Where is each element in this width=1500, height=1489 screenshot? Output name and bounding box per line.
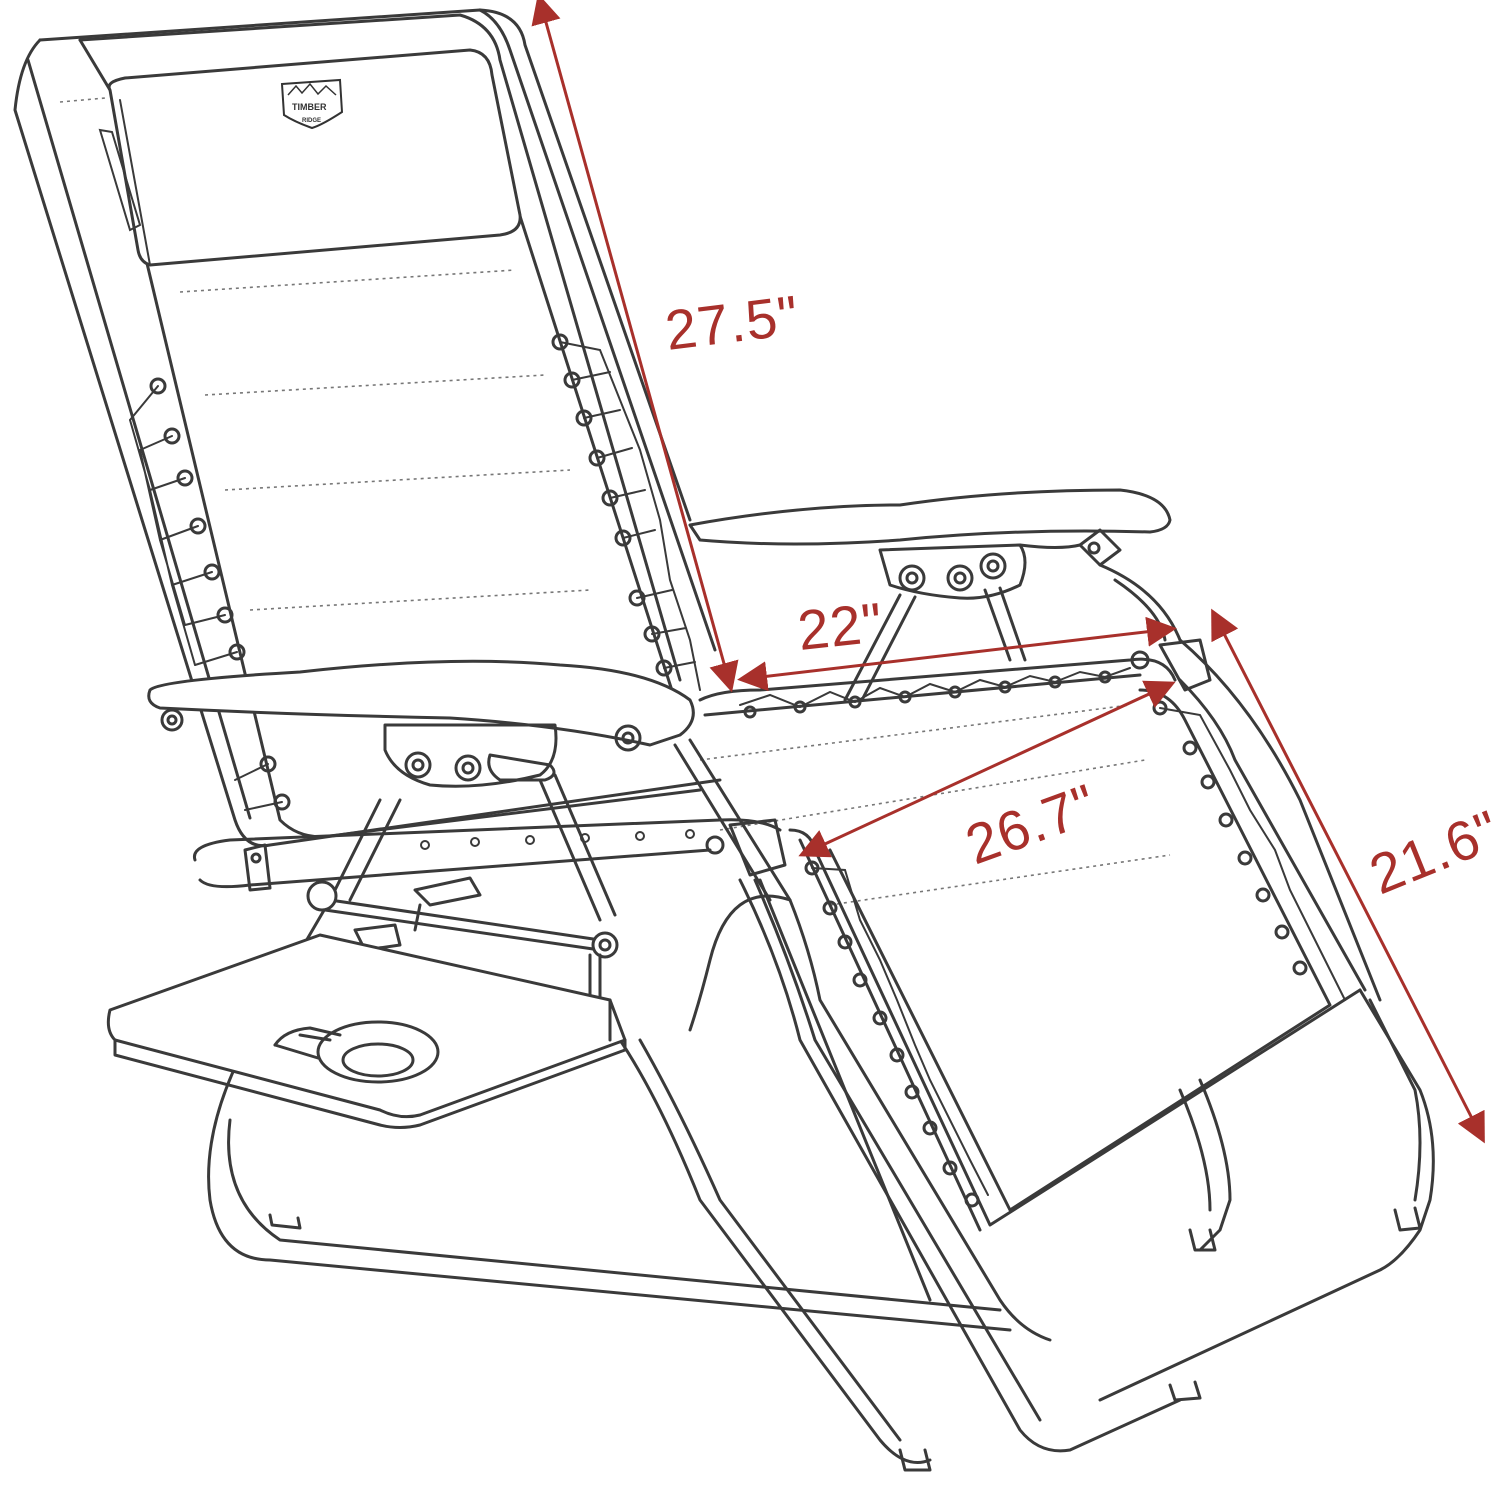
dimension-backrest-label: 27.5" xyxy=(662,283,803,362)
headrest-pillow xyxy=(98,48,522,267)
seat-lower-rail xyxy=(192,818,787,892)
logo-subtext: RIDGE xyxy=(302,118,321,124)
backrest-left-lacing xyxy=(129,377,291,811)
dimension-seat-depth-label: 26.7" xyxy=(958,771,1105,876)
dimension-seat-width-label: 22" xyxy=(795,590,886,662)
left-armrest xyxy=(147,659,695,788)
right-armrest xyxy=(688,488,1182,702)
logo-text: TIMBER xyxy=(292,102,327,112)
dimension-seat-width: 22" xyxy=(737,590,1177,692)
dimension-leg-rest-label: 21.6" xyxy=(1361,798,1500,907)
side-tray xyxy=(106,933,627,1129)
dimension-seat-depth: 26.7" xyxy=(798,680,1176,876)
mountain-pine-logo-icon: TIMBER RIDGE xyxy=(280,78,344,130)
seat-front-rail xyxy=(698,638,1212,719)
